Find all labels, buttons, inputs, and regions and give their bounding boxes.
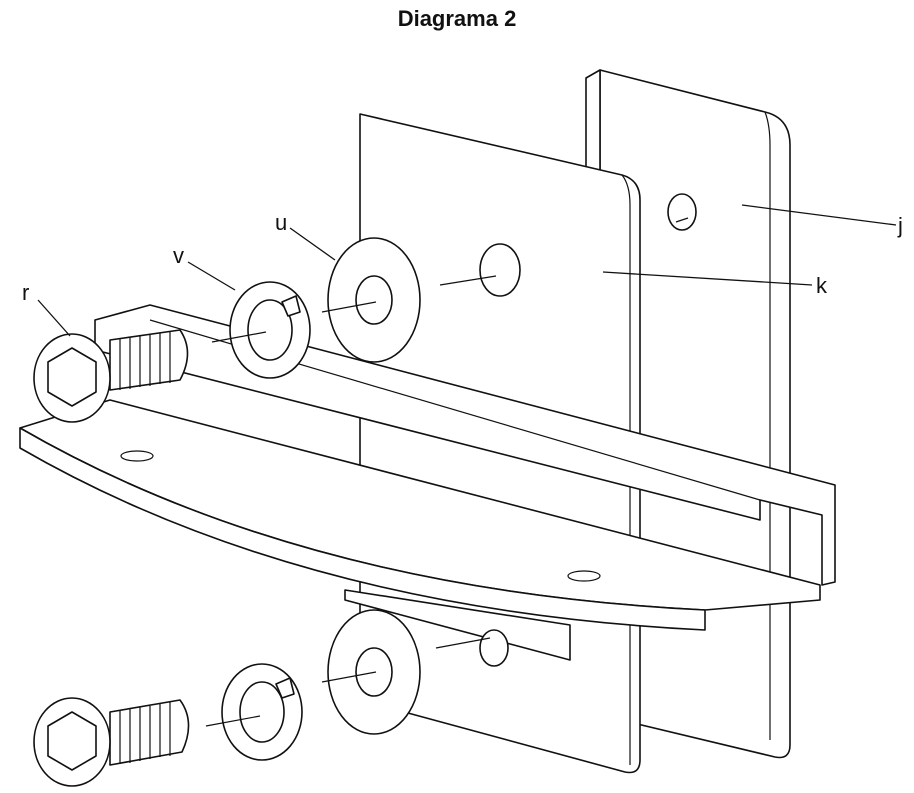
label-k: k xyxy=(816,273,828,298)
lower-bolt xyxy=(33,697,190,787)
leader-u xyxy=(289,227,336,261)
label-u: u xyxy=(275,210,287,235)
leader-k xyxy=(602,271,813,286)
leader-j xyxy=(741,204,897,226)
leader-r xyxy=(37,299,71,337)
upper-lock-washer-v xyxy=(211,281,311,379)
diagram-title: Diagrama 2 xyxy=(397,6,517,31)
label-r: r xyxy=(22,280,29,305)
upper-bolt-r xyxy=(33,329,189,423)
lower-washer xyxy=(321,609,421,735)
lower-lock-washer xyxy=(205,663,303,761)
upper-washer-u xyxy=(321,237,421,363)
lower-bracket xyxy=(344,589,571,667)
label-v: v xyxy=(173,243,184,268)
label-j: j xyxy=(897,213,903,238)
leader-v xyxy=(187,261,236,291)
leader-lines xyxy=(37,204,897,337)
